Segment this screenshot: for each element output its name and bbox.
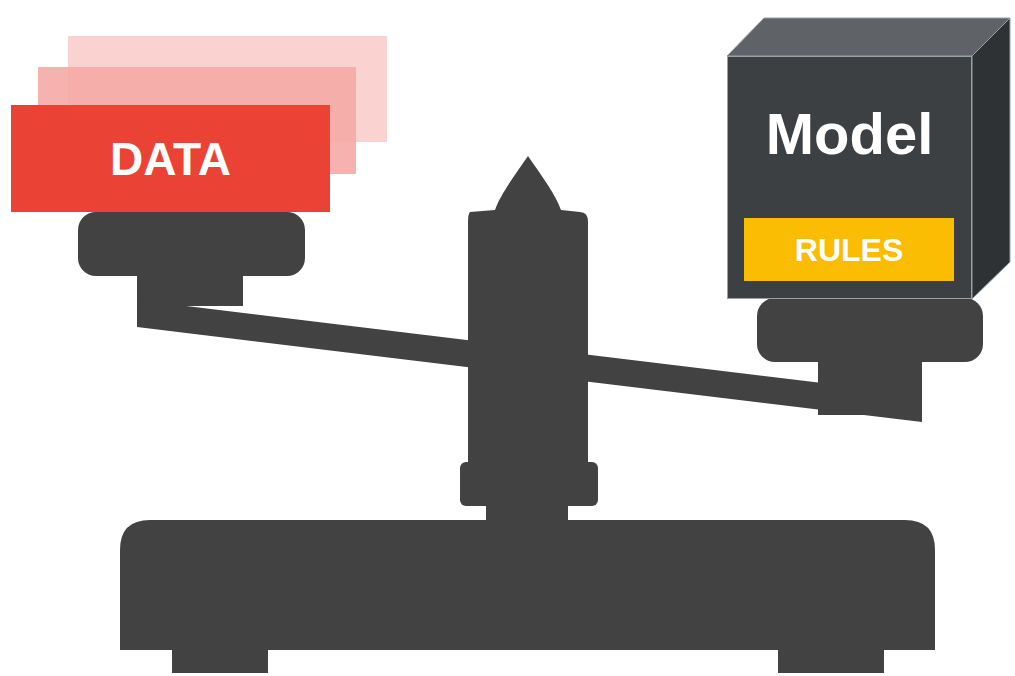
scale-foot: [778, 645, 884, 673]
scale-base: [120, 520, 935, 650]
cube-side-face: [972, 18, 1010, 299]
node-label: DATA: [110, 136, 231, 182]
left-pan-stem: [137, 270, 243, 306]
rules-tag: RULES: [744, 218, 954, 281]
center-post: [468, 156, 588, 470]
cube-top-face: [727, 18, 1010, 56]
node-label: Model: [766, 105, 934, 163]
scale-body: [78, 156, 983, 673]
scale-foot: [172, 645, 268, 673]
node-label: RULES: [795, 234, 903, 266]
data-box: DATA: [11, 105, 330, 212]
post-collar: [460, 462, 598, 506]
right-pan-stem: [818, 355, 922, 415]
model-cube-front: ModelRULES: [727, 56, 972, 299]
left-pan: [78, 212, 305, 276]
right-pan: [757, 298, 983, 362]
